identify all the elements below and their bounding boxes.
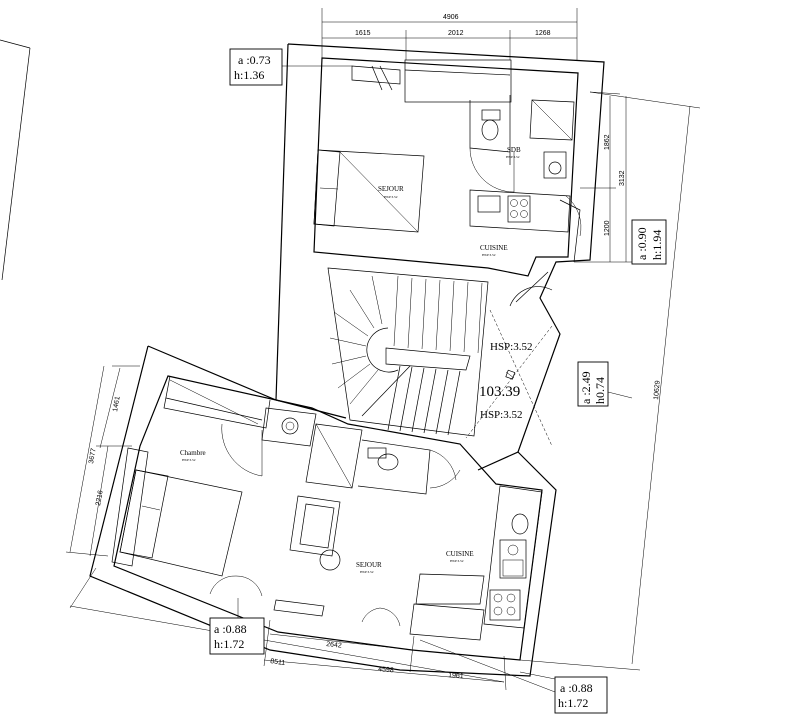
staircase: HSP:3.52 103.39 HSP:3.52 bbox=[327, 267, 553, 447]
svg-text:h:1.72: h:1.72 bbox=[214, 637, 244, 651]
dim-top-seg3: 1268 bbox=[535, 30, 551, 37]
dim-top-total: 4906 bbox=[443, 14, 459, 21]
dim-bottom-total: 8511 bbox=[270, 658, 286, 667]
svg-text:a :0.88: a :0.88 bbox=[560, 681, 593, 695]
dim-right-lower: 1200 bbox=[604, 220, 611, 236]
room-sdb: SDB bbox=[507, 146, 521, 154]
svg-text:a :0.88: a :0.88 bbox=[214, 622, 247, 636]
svg-text:h:1.36: h:1.36 bbox=[234, 68, 264, 82]
dim-left-upper: 1461 bbox=[112, 396, 122, 413]
stair-area: 103.39 bbox=[479, 384, 520, 400]
left-boundary-line bbox=[0, 39, 31, 281]
stair-hsp-lower: HSP:3.52 bbox=[480, 409, 523, 421]
room-cuisine-top: CUISINE bbox=[480, 244, 508, 252]
dim-bottom-seg2: 1961 bbox=[448, 672, 464, 680]
top-dimension-chain: 4906 1615 2012 1268 bbox=[321, 8, 578, 60]
room-sejour-bottom: SEJOUR bbox=[356, 561, 382, 569]
upper-bed bbox=[313, 149, 425, 233]
hsp-cuisine-bottom: HSP:3.52 bbox=[450, 559, 464, 563]
opening-label-4: a :0.88 h:1.72 bbox=[209, 598, 265, 655]
opening-label-3: a :2.49 h0.74 bbox=[577, 361, 633, 407]
stair-hsp-upper: HSP:3.52 bbox=[490, 341, 533, 353]
hsp-sejour-bottom: HSP:3.52 bbox=[360, 570, 374, 574]
svg-text:h0.74: h0.74 bbox=[593, 377, 607, 404]
room-chambre: Chambre bbox=[180, 449, 206, 457]
lower-flat: Chambre HSP:3.52 SEJOUR HSP:3.52 CUISINE… bbox=[89, 345, 557, 677]
bottom-dimension-chain: 2642 8511 4598 1961 bbox=[69, 605, 561, 691]
hsp-sejour-top: HSP:3.52 bbox=[384, 195, 398, 199]
left-dimension-chain: 1461 3677 2216 bbox=[65, 365, 140, 609]
dim-right-upper: 1862 bbox=[604, 134, 611, 150]
right-dimension-chain: 1862 3132 1200 10629 bbox=[519, 91, 701, 671]
dim-bottom-inner: 2642 bbox=[326, 641, 342, 650]
svg-text:h:1.72: h:1.72 bbox=[558, 696, 588, 710]
upper-inner-wall bbox=[313, 57, 579, 277]
room-cuisine-bottom: CUISINE bbox=[446, 550, 474, 558]
hsp-sdb: HSP:3.52 bbox=[506, 155, 520, 159]
dim-bottom-seg1: 4598 bbox=[378, 666, 394, 674]
svg-text:a :2.49: a :2.49 bbox=[579, 371, 593, 404]
dim-left-lower: 2216 bbox=[95, 490, 105, 507]
svg-text:a :0.73: a :0.73 bbox=[238, 53, 271, 67]
opening-label-2: a :0.90 h:1.94 bbox=[631, 219, 667, 265]
dim-left-mid: 3677 bbox=[88, 448, 98, 465]
lower-sofa bbox=[289, 495, 341, 557]
svg-text:a :0.90: a :0.90 bbox=[635, 227, 649, 260]
hsp-chambre: HSP:3.52 bbox=[182, 458, 196, 462]
dim-right-mid: 3132 bbox=[619, 170, 626, 186]
opening-label-1: a :0.73 h:1.36 bbox=[229, 48, 352, 86]
lower-inner-wall bbox=[113, 375, 543, 661]
room-sejour-top: SEJOUR bbox=[378, 185, 404, 193]
upper-flat: SEJOUR HSP:3.52 SDB HSP:3.52 CUISINE HSP… bbox=[275, 43, 605, 471]
hsp-cuisine-top: HSP:3.52 bbox=[482, 253, 496, 257]
dim-top-seg2: 2012 bbox=[448, 30, 464, 37]
svg-text:h:1.94: h:1.94 bbox=[650, 230, 664, 260]
dim-right-overall: 10629 bbox=[653, 380, 662, 400]
upper-outer-wall bbox=[287, 43, 605, 471]
opening-label-5: a :0.88 h:1.72 bbox=[419, 639, 608, 714]
dim-top-seg1: 1615 bbox=[355, 30, 371, 37]
